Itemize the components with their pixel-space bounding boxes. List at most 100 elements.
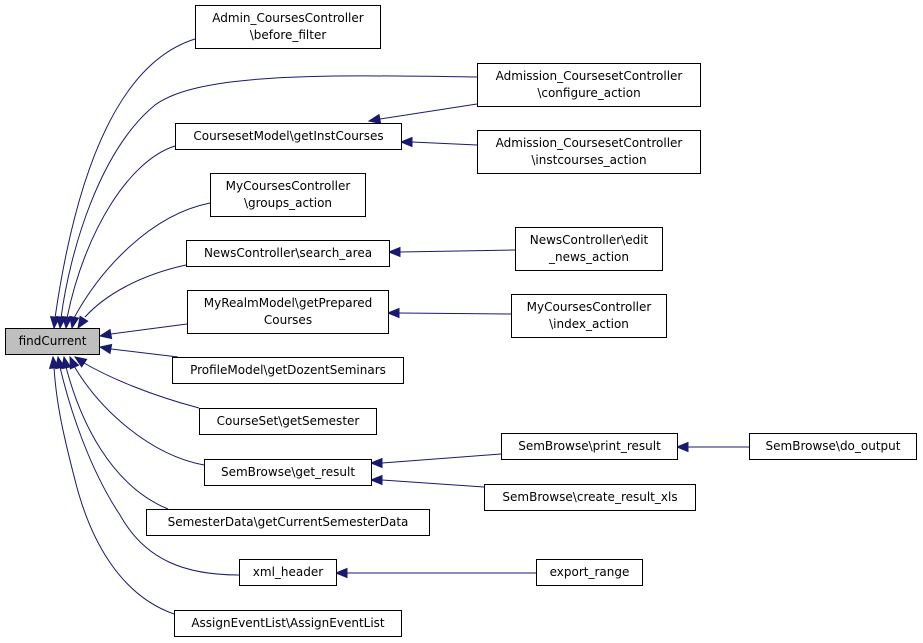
node-news-search-area[interactable]: NewsController\search_area bbox=[186, 240, 390, 267]
edges-layer bbox=[48, 38, 749, 615]
node-courseset-getInstCourses[interactable]: CoursesetModel\getInstCourses bbox=[175, 123, 402, 150]
node-box[interactable] bbox=[204, 459, 372, 486]
edge-admin_before_filter-to-findCurrent bbox=[49, 38, 196, 330]
arrowhead-icon bbox=[69, 315, 80, 330]
edge-sembrowse_get_result-to-findCurrent bbox=[69, 355, 205, 466]
node-label: ProfileModel\getDozentSeminars bbox=[190, 363, 386, 377]
node-box[interactable] bbox=[195, 5, 381, 49]
node-news-edit[interactable]: NewsController\edit_news_action bbox=[515, 227, 663, 271]
node-sembrowse-create-xls[interactable]: SemBrowse\create_result_xls bbox=[484, 484, 696, 511]
node-box[interactable] bbox=[536, 559, 643, 586]
edge-news_search_area-to-findCurrent bbox=[77, 264, 187, 330]
node-findCurrent[interactable]: findCurrent bbox=[5, 328, 100, 355]
node-sembrowse-do-output[interactable]: SemBrowse\do_output bbox=[749, 433, 917, 460]
node-label: Admin_CoursesController bbox=[212, 11, 363, 25]
node-label: MyCoursesController bbox=[226, 179, 351, 193]
node-label: Admission_CoursesetController bbox=[496, 69, 683, 83]
node-label: xml_header bbox=[253, 565, 323, 579]
focus-node-box[interactable] bbox=[5, 328, 100, 355]
node-label: findCurrent bbox=[19, 334, 87, 348]
node-box[interactable] bbox=[511, 294, 667, 338]
edge-line bbox=[110, 348, 179, 358]
node-box[interactable] bbox=[146, 509, 430, 536]
node-semesterdata-getCurrent[interactable]: SemesterData\getCurrentSemesterData bbox=[146, 509, 430, 536]
node-box[interactable] bbox=[187, 290, 389, 334]
node-label: \groups_action bbox=[244, 196, 332, 210]
edge-line bbox=[65, 366, 169, 510]
edge-news_edit-to-news_search_area bbox=[387, 246, 516, 258]
edge-sembrowse_print_result-to-sembrowse_get_result bbox=[369, 453, 502, 469]
arrowhead-icon bbox=[399, 136, 413, 148]
node-label: Admission_CoursesetController bbox=[496, 136, 683, 150]
node-label: SemesterData\getCurrentSemesterData bbox=[168, 515, 409, 529]
node-mycourses-groups[interactable]: MyCoursesController \groups_action bbox=[210, 173, 366, 217]
node-label: SemBrowse\do_output bbox=[766, 439, 901, 453]
arrowhead-icon bbox=[386, 307, 400, 319]
node-box[interactable] bbox=[199, 408, 377, 435]
node-box[interactable] bbox=[477, 130, 701, 174]
node-label: SemBrowse\print_result bbox=[518, 439, 661, 453]
node-label: export_range bbox=[550, 565, 630, 579]
edge-line bbox=[398, 312, 512, 315]
edge-line bbox=[59, 366, 240, 576]
edge-profile_getDozent-to-findCurrent bbox=[98, 343, 179, 358]
node-label: \index_action bbox=[549, 317, 629, 331]
node-label: \before_filter bbox=[250, 28, 327, 42]
arrowhead-icon bbox=[367, 113, 382, 125]
node-label: \instcourses_action bbox=[531, 153, 646, 167]
arrowhead-icon bbox=[98, 343, 113, 355]
node-box[interactable] bbox=[477, 63, 701, 107]
node-box[interactable] bbox=[484, 484, 696, 511]
edge-semesterdata_getCurrent-to-findCurrent bbox=[61, 355, 169, 510]
node-label: MyCoursesController bbox=[527, 300, 652, 314]
edge-line bbox=[54, 38, 196, 319]
node-courseset-getSemester[interactable]: CourseSet\getSemester bbox=[199, 408, 377, 435]
node-admission-instcourses[interactable]: Admission_CoursesetController \instcourse… bbox=[477, 130, 701, 174]
node-label: MyRealmModel\getPrepared bbox=[204, 296, 373, 310]
node-sembrowse-get-result[interactable]: SemBrowse\get_result bbox=[204, 459, 372, 486]
edge-courseset_getInstCourses-to-findCurrent bbox=[61, 145, 176, 330]
arrowhead-icon bbox=[369, 457, 383, 469]
node-box[interactable] bbox=[175, 123, 402, 150]
node-box[interactable] bbox=[186, 240, 390, 267]
edge-line bbox=[411, 141, 478, 146]
node-box[interactable] bbox=[239, 559, 337, 586]
edge-line bbox=[73, 365, 205, 466]
edge-myrealm_getPrepared-to-findCurrent bbox=[98, 323, 188, 340]
node-profile-getDozent[interactable]: ProfileModel\getDozentSeminars bbox=[172, 357, 404, 384]
node-assign-event-list[interactable]: AssignEventList\AssignEventList bbox=[174, 610, 402, 637]
edge-line bbox=[381, 453, 502, 464]
node-box[interactable] bbox=[749, 433, 917, 460]
node-label: SemBrowse\get_result bbox=[221, 465, 355, 479]
edge-line bbox=[379, 103, 478, 120]
node-box[interactable] bbox=[501, 433, 678, 460]
node-admin-before-filter[interactable]: Admin_CoursesController \before_filter bbox=[195, 5, 381, 49]
edge-line bbox=[66, 145, 176, 319]
node-box[interactable] bbox=[515, 227, 663, 271]
edge-line bbox=[73, 202, 211, 319]
edge-export_range-to-xml_header bbox=[334, 567, 536, 579]
node-box[interactable] bbox=[210, 173, 366, 217]
edge-mycourses_index-to-myrealm_getPrepared bbox=[386, 307, 512, 319]
edge-line bbox=[60, 75, 478, 319]
node-box[interactable] bbox=[174, 610, 402, 637]
node-box[interactable] bbox=[172, 357, 404, 384]
edge-admission_instcourses-to-courseset_getInstCourses bbox=[399, 136, 478, 148]
node-xml-header[interactable]: xml_header bbox=[239, 559, 337, 586]
arrowhead-icon bbox=[334, 567, 348, 579]
arrowhead-icon bbox=[77, 315, 89, 330]
nodes-layer: findCurrent Admin_CoursesController \befor… bbox=[5, 5, 917, 637]
arrowhead-icon bbox=[61, 316, 73, 330]
node-mycourses-index[interactable]: MyCoursesController \index_action bbox=[511, 294, 667, 338]
node-sembrowse-print-result[interactable]: SemBrowse\print_result bbox=[501, 433, 678, 460]
edge-line bbox=[399, 249, 516, 253]
arrowhead-icon bbox=[369, 474, 383, 486]
node-export-range[interactable]: export_range bbox=[536, 559, 643, 586]
edge-mycourses_groups-to-findCurrent bbox=[69, 202, 211, 330]
edge-courseset_getSemester-to-findCurrent bbox=[73, 356, 200, 409]
node-label: CourseSet\getSemester bbox=[217, 414, 360, 428]
edge-line bbox=[53, 366, 175, 615]
node-admission-configure[interactable]: Admission_CoursesetController\configure_… bbox=[477, 63, 701, 107]
